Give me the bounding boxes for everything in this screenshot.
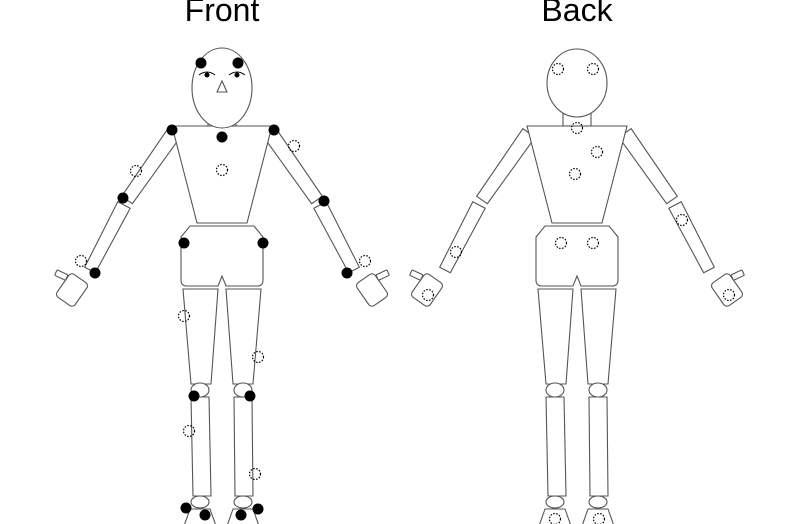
back-title: Back [541,0,613,28]
marker-dotted [287,139,301,153]
marker-dotted [586,62,600,76]
marker-dotted [251,350,265,364]
marker-solid [318,195,330,207]
marker-solid [180,502,192,514]
marker-dotted [592,512,606,524]
marker-dotted [449,245,463,259]
torso [526,125,628,224]
marker-dotted [358,254,372,268]
marker-dotted [74,254,88,268]
right-ankle [233,495,253,509]
thumb [730,269,745,281]
right-hand [355,269,390,307]
marker-dotted [568,167,582,181]
marker-solid [268,124,280,136]
left-eye-icon [198,71,216,76]
marker-dotted [421,288,435,302]
right-thigh [580,288,617,385]
right-thigh [225,288,262,385]
marker-solid [195,57,207,69]
left-knee [545,382,565,398]
front-figure [54,47,390,524]
front-title: Front [184,0,260,28]
right-eye-icon [228,71,246,76]
head [546,48,608,118]
marker-solid [89,267,101,279]
marker-dotted [548,512,562,524]
palm [355,273,389,307]
right-forearm [313,201,361,274]
back-figure [409,48,745,524]
left-upper-arm [475,127,536,205]
right-shin [233,396,254,497]
marker-dotted [177,309,191,323]
thumb [375,269,390,281]
marker-dotted [129,164,143,178]
marker-dotted [248,467,262,481]
right-knee [588,382,608,398]
left-thigh [537,288,574,385]
left-ankle [190,495,210,509]
left-thigh [182,288,219,385]
marker-solid [117,192,129,204]
marker-solid [244,390,256,402]
pelvis [535,225,619,287]
marker-solid [178,237,190,249]
marker-dotted [590,145,604,159]
palm [55,273,89,307]
left-upper-arm [120,127,181,205]
palm [710,273,744,307]
marker-dotted [570,121,584,135]
right-upper-arm [263,127,324,205]
marker-solid [235,509,247,521]
marker-solid [232,57,244,69]
marker-solid [188,390,200,402]
right-pupil [234,72,240,78]
left-ankle [545,495,565,509]
marker-solid [199,509,211,521]
right-forearm [668,201,716,274]
left-forearm [438,201,486,274]
left-shin [190,396,212,497]
marker-dotted [551,62,565,76]
right-shin [588,396,609,497]
marker-solid [252,503,264,515]
right-foot [582,508,614,524]
left-hand [409,269,444,307]
thumb [54,269,69,281]
torso [171,125,273,224]
marker-solid [341,267,353,279]
left-forearm [83,201,131,274]
left-pupil [204,72,210,78]
marker-dotted [586,236,600,250]
marker-solid [257,237,269,249]
right-hand [710,269,745,307]
right-ankle [588,495,608,509]
nose-icon [216,79,228,93]
right-upper-arm [618,127,679,205]
marker-dotted [182,424,196,438]
thumb [409,269,424,281]
marker-dotted [722,288,736,302]
pelvis [180,225,264,287]
marker-solid [166,124,178,136]
marker-solid [216,131,228,143]
left-hand [54,269,89,307]
left-shin [545,396,567,497]
marker-dotted [215,163,229,177]
marker-dotted [675,213,689,227]
left-foot [539,508,571,524]
marker-dotted [554,236,568,250]
